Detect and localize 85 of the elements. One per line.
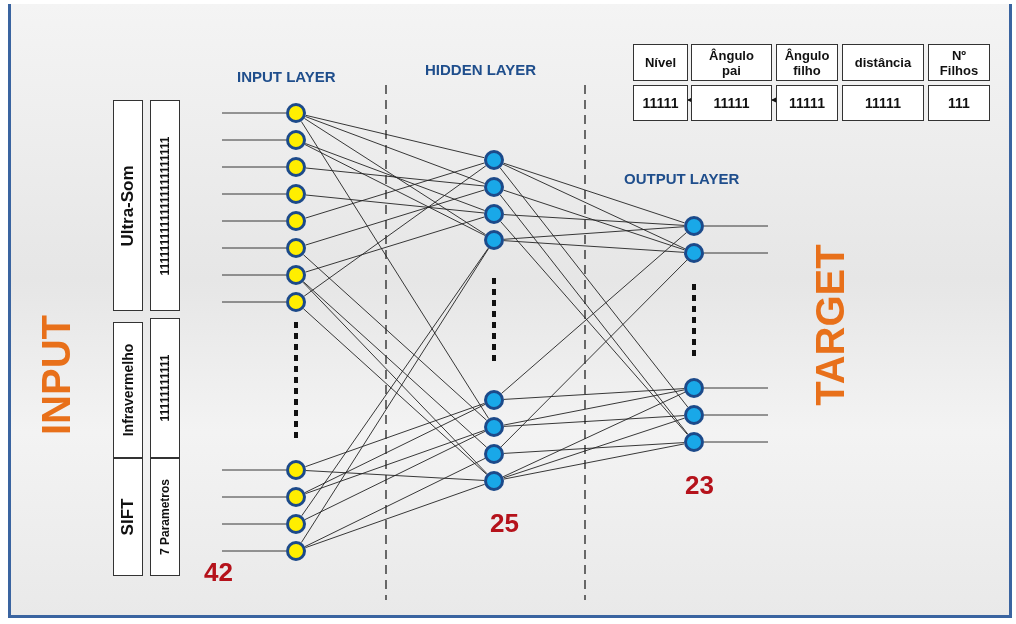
input-source-box — [150, 100, 180, 311]
connection-line — [304, 116, 486, 184]
connection-line — [303, 117, 487, 236]
connection-line — [305, 114, 485, 159]
connection-line — [703, 441, 769, 443]
connection-line — [221, 469, 287, 471]
table-value-cell: 111 — [928, 85, 990, 121]
connection-line — [703, 387, 769, 389]
source-label: 11111111111 — [158, 354, 172, 422]
source-label: Infravermelho — [120, 343, 136, 437]
connection-line — [304, 143, 486, 211]
table-header-cell: Nº Filhos — [928, 44, 990, 81]
connection-line — [503, 442, 685, 454]
connection-line — [304, 403, 486, 494]
table-header-cell: distância — [842, 44, 924, 81]
connection-line — [305, 167, 485, 187]
layer-title: INPUT LAYER — [237, 68, 336, 85]
input-source-box — [113, 100, 143, 311]
table-value-cell: 11111 — [633, 85, 688, 121]
layer-title: HIDDEN LAYER — [425, 61, 537, 78]
connection-line — [501, 232, 687, 394]
connection-line — [703, 225, 769, 227]
connection-line — [305, 189, 485, 246]
connection-line — [305, 402, 485, 468]
source-label: 7 Parametros — [158, 479, 172, 555]
table-header-cell: Ângulo pai — [691, 44, 772, 81]
connection-line — [221, 247, 287, 249]
connection-line — [305, 429, 485, 495]
neuron-count: 25 — [490, 508, 519, 539]
connection-line — [502, 163, 686, 250]
side-title: INPUT — [33, 315, 79, 435]
connection-line — [499, 167, 689, 408]
connection-line — [221, 220, 287, 222]
connection-line — [221, 496, 287, 498]
connection-line — [221, 523, 287, 525]
neuron-count: 42 — [204, 557, 233, 588]
connection-line — [304, 430, 486, 521]
table-value-cell: 11111 — [842, 85, 924, 121]
connection-line — [503, 240, 685, 253]
connection-line — [703, 414, 769, 416]
connection-line — [503, 189, 685, 251]
table-header-cell: Ângulo filho — [776, 44, 838, 81]
arrow — [687, 97, 693, 103]
source-label: SIFT — [118, 498, 138, 536]
arrow — [771, 97, 777, 103]
source-label: Ultra-Som — [118, 164, 138, 247]
neuron-count: 23 — [685, 470, 714, 501]
connection-line — [703, 252, 769, 254]
source-label: 11111111111111111111111 — [158, 136, 172, 275]
connection-line — [503, 388, 685, 400]
connection-line — [305, 162, 485, 219]
connection-line — [304, 144, 486, 236]
table-value-cell: 11111 — [776, 85, 838, 121]
connection-line — [221, 112, 287, 114]
connection-line — [305, 216, 485, 273]
connection-line — [503, 417, 685, 479]
input-source-box — [150, 458, 180, 576]
connection-line — [502, 391, 686, 478]
connection-line — [503, 443, 685, 480]
connection-line — [300, 121, 490, 419]
connection-line — [503, 214, 685, 226]
connection-line — [305, 194, 485, 214]
connection-line — [221, 274, 287, 276]
connection-line — [303, 165, 487, 297]
input-source-box — [113, 322, 143, 458]
layer-title: OUTPUT LAYER — [624, 170, 740, 187]
connection-line — [503, 162, 685, 224]
side-title: TARGET — [807, 244, 853, 406]
table-header-cell: Nível — [633, 44, 688, 81]
connection-line — [500, 259, 688, 448]
input-source-box — [113, 458, 143, 576]
input-source-box — [150, 318, 180, 458]
connection-line — [302, 254, 488, 421]
connection-line — [221, 139, 287, 141]
connection-line — [503, 389, 685, 426]
connection-line — [304, 457, 486, 548]
connection-line — [221, 166, 287, 168]
table-value-cell: 11111 — [691, 85, 772, 121]
connection-line — [221, 550, 287, 552]
connection-line — [503, 415, 685, 427]
connection-line — [221, 301, 287, 303]
connection-line — [305, 483, 485, 549]
connection-line — [221, 193, 287, 195]
connection-line — [503, 226, 685, 240]
connection-line — [305, 470, 485, 481]
